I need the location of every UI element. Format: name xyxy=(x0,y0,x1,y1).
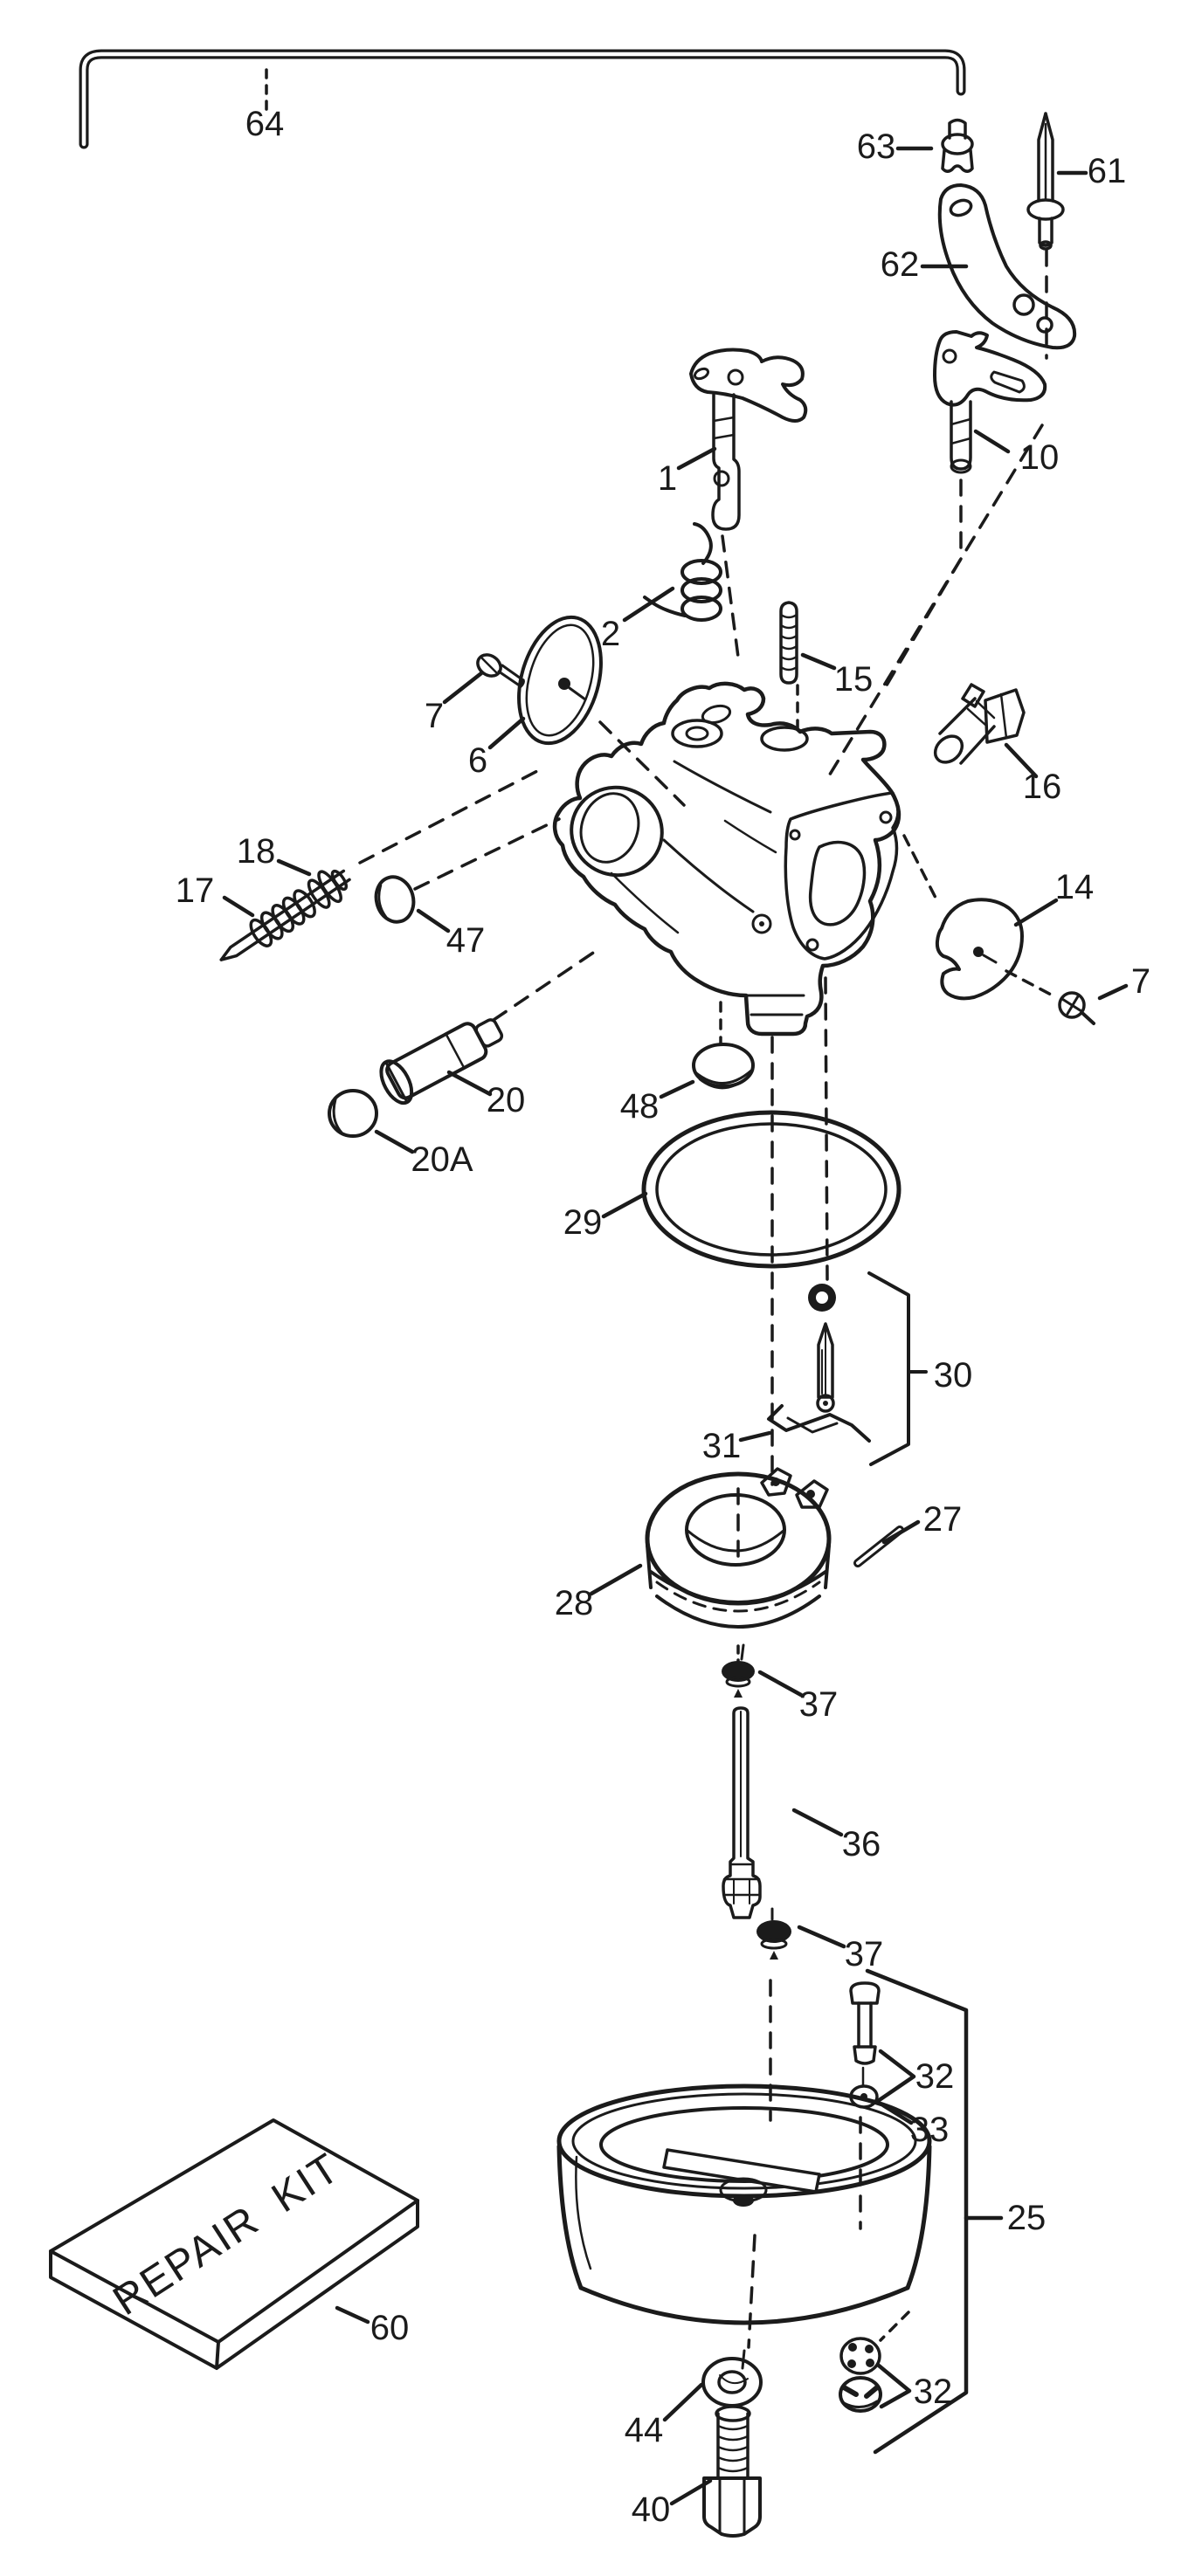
callout-28: 28 xyxy=(555,1584,594,1622)
callout-47: 47 xyxy=(446,921,486,960)
callout-33: 33 xyxy=(910,2111,950,2149)
part-16-inlet-fitting xyxy=(933,683,1026,765)
callout-64: 64 xyxy=(245,105,285,143)
callout-27: 27 xyxy=(923,1500,963,1539)
part-7-screw-right xyxy=(1058,991,1095,1025)
callout-61: 61 xyxy=(1088,152,1127,190)
part-64-wire-link xyxy=(79,49,966,149)
part-60-repair-kit-box xyxy=(49,2118,419,2370)
callout-14: 14 xyxy=(1055,868,1095,906)
part-18-spring xyxy=(249,889,316,947)
callout-29: 29 xyxy=(563,1203,603,1242)
callout-48: 48 xyxy=(620,1087,660,1126)
part-15-stud xyxy=(779,601,798,685)
part-32-bolt xyxy=(849,1981,881,2065)
callout-30: 30 xyxy=(934,1356,973,1395)
part-20a-cap xyxy=(328,1089,378,1138)
part-6-choke-plate xyxy=(517,615,603,746)
callout-37-upper: 37 xyxy=(799,1685,839,1724)
callout-15: 15 xyxy=(834,660,874,699)
callout-25: 25 xyxy=(1007,2199,1047,2237)
part-63-cap xyxy=(941,118,974,173)
callout-37-lower: 37 xyxy=(845,1935,884,1973)
callout-32-upper: 32 xyxy=(915,2057,955,2096)
part-37-seal-upper xyxy=(722,1643,755,1698)
assembly-axis-lines xyxy=(265,68,1054,2349)
callout-7-left: 7 xyxy=(425,697,444,735)
callout-17: 17 xyxy=(176,871,215,910)
callout-2: 2 xyxy=(601,615,620,653)
part-48-welch-plug xyxy=(692,1043,755,1090)
part-30-needle-seat-group xyxy=(808,1271,928,1466)
callout-62: 62 xyxy=(881,245,920,284)
part-1-throttle-shaft xyxy=(689,348,808,531)
callout-44: 44 xyxy=(625,2411,664,2449)
part-61-needle xyxy=(1026,112,1065,251)
callout-6: 6 xyxy=(468,741,487,780)
callout-10: 10 xyxy=(1020,438,1060,477)
callout-63: 63 xyxy=(857,127,896,166)
part-2-spring xyxy=(643,522,722,622)
callout-1: 1 xyxy=(658,459,677,498)
part-29-o-ring xyxy=(641,1110,902,1269)
part-37-seal-lower xyxy=(756,1907,791,1960)
part-31-clip xyxy=(767,1404,871,1443)
callout-18: 18 xyxy=(237,832,276,871)
part-17-idle-screw xyxy=(219,869,351,961)
callout-40: 40 xyxy=(632,2490,671,2529)
part-14-throttle-plate xyxy=(935,898,1024,1001)
part-40-bowl-nut xyxy=(702,2405,762,2538)
part-10-lever-shaft xyxy=(933,330,1047,474)
callout-16: 16 xyxy=(1023,768,1062,806)
part-44-washer xyxy=(701,2349,763,2407)
part-20-plug-screw xyxy=(379,1018,504,1105)
part-36-nozzle-tube xyxy=(722,1706,762,1919)
callout-20: 20 xyxy=(487,1081,526,1119)
callout-31: 31 xyxy=(702,1427,742,1465)
part-7-screw-left xyxy=(476,653,525,688)
callout-60: 60 xyxy=(370,2309,410,2347)
part-25-bracket xyxy=(865,1968,1004,2455)
part-28-float xyxy=(645,1467,832,1629)
fuel-bowl xyxy=(556,2084,932,2325)
part-32-nut-group xyxy=(839,2337,882,2413)
carburetor-body xyxy=(552,681,902,1037)
leader-lines xyxy=(222,146,1129,2506)
part-47-plug xyxy=(374,875,416,924)
callout-36: 36 xyxy=(842,1825,881,1863)
callout-20a: 20A xyxy=(411,1140,473,1179)
callout-32-lower: 32 xyxy=(914,2373,953,2411)
part-62-lever xyxy=(937,183,1077,350)
callout-7-right: 7 xyxy=(1131,962,1150,1001)
